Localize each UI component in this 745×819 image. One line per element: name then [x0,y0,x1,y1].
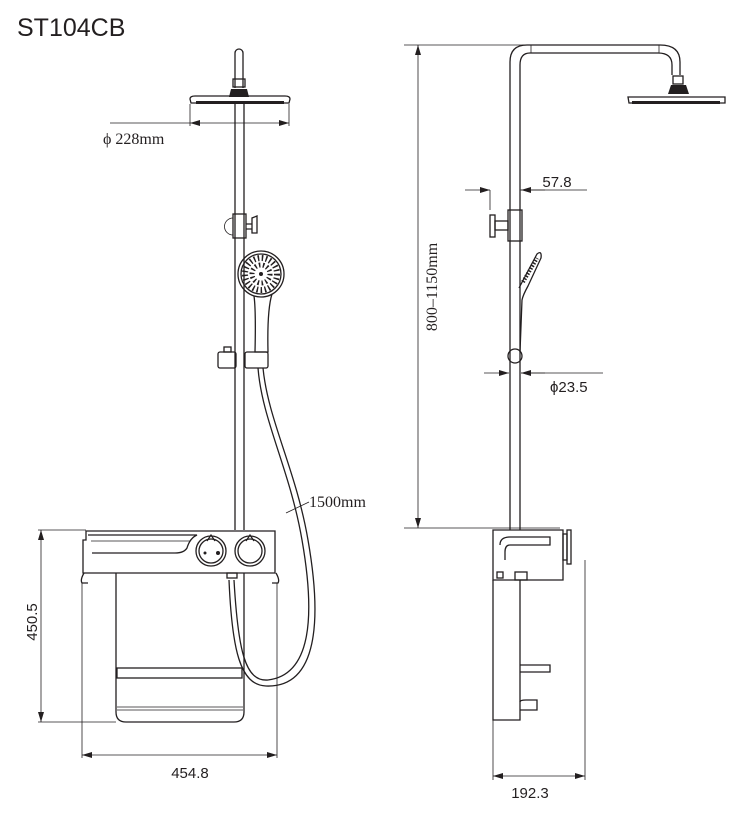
front-view: ϕ 228mm 1500mm [24,48,366,782]
overhead-shower-head [189,48,291,104]
side-view: 800–1150mm 57.8 [404,44,726,802]
sliding-bracket [224,213,258,239]
riser-pipe [234,103,245,530]
depth-label: 192.3 [511,785,549,802]
offset-label: 57.8 [542,174,571,191]
console-height-label: 450.5 [24,603,41,641]
side-hand-shower [507,252,542,364]
pipe-diameter-dimension: ϕ23.5 [484,370,603,396]
head-diameter-label: ϕ 228mm [103,131,165,148]
hose-length-label: 1500mm [309,494,366,511]
side-console [492,529,572,721]
offset-dimension: 57.8 [465,174,587,210]
console-height-dimension: 450.5 [24,529,116,723]
hand-shower-holder [217,346,269,369]
height-dimension: 800–1150mm [404,44,560,529]
hand-shower [237,250,285,353]
pipe-diameter-label: ϕ23.5 [550,379,588,396]
storage-cabinet [115,573,245,723]
height-range-label: 800–1150mm [424,242,441,331]
side-riser-and-arm [509,44,726,530]
console-width-dimension: 454.8 [81,583,278,782]
model-title: ST104CB [17,14,126,42]
head-diameter-dimension: ϕ 228mm [103,104,290,148]
console-width-label: 454.8 [171,765,209,782]
hose: 1500mm [228,367,366,687]
side-sliding-bracket [489,209,523,242]
thermostatic-console [80,530,280,584]
depth-dimension: 192.3 [492,560,586,802]
